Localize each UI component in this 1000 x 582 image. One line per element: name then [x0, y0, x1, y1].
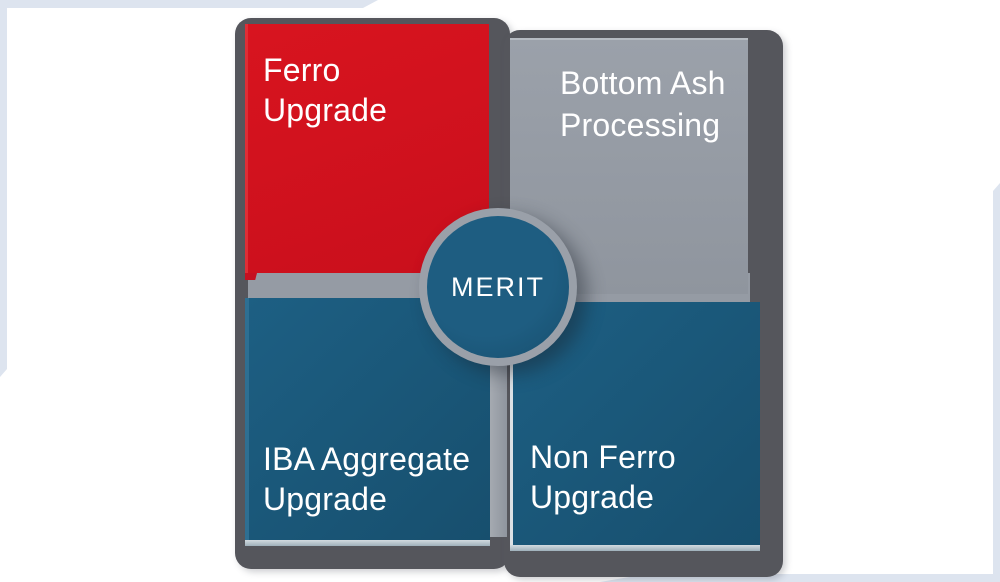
red-square-fold-tab: [245, 273, 257, 280]
center-label: MERIT: [451, 271, 545, 302]
ribbon-bottom-right-horizontal: [600, 574, 1000, 582]
label-line-1: Ferro: [263, 52, 341, 88]
quadrant-label: Non Ferro Upgrade: [530, 437, 676, 517]
label-line-2: Upgrade: [263, 92, 388, 128]
ribbon-bottom-right-vertical: [993, 183, 1000, 582]
label-line-1: Non Ferro: [530, 439, 676, 475]
label-line-1: Bottom Ash: [560, 65, 726, 101]
ribbon-top-left-horizontal: [0, 0, 378, 8]
label-line-2: Upgrade: [530, 479, 655, 515]
label-line-1: IBA Aggregate: [263, 441, 471, 477]
quadrant-label: Ferro Upgrade: [263, 50, 387, 130]
label-line-2: Upgrade: [263, 481, 388, 517]
quadrant-iba-aggregate-upgrade: IBA Aggregate Upgrade: [245, 298, 490, 546]
ribbon-top-left-vertical: [0, 0, 7, 377]
quadrant-label: Bottom Ash Processing: [560, 62, 726, 146]
label-line-2: Processing: [560, 107, 721, 143]
quadrant-label: IBA Aggregate Upgrade: [263, 439, 470, 519]
center-ring: MERIT: [419, 208, 577, 366]
center-circle: MERIT: [427, 216, 569, 358]
